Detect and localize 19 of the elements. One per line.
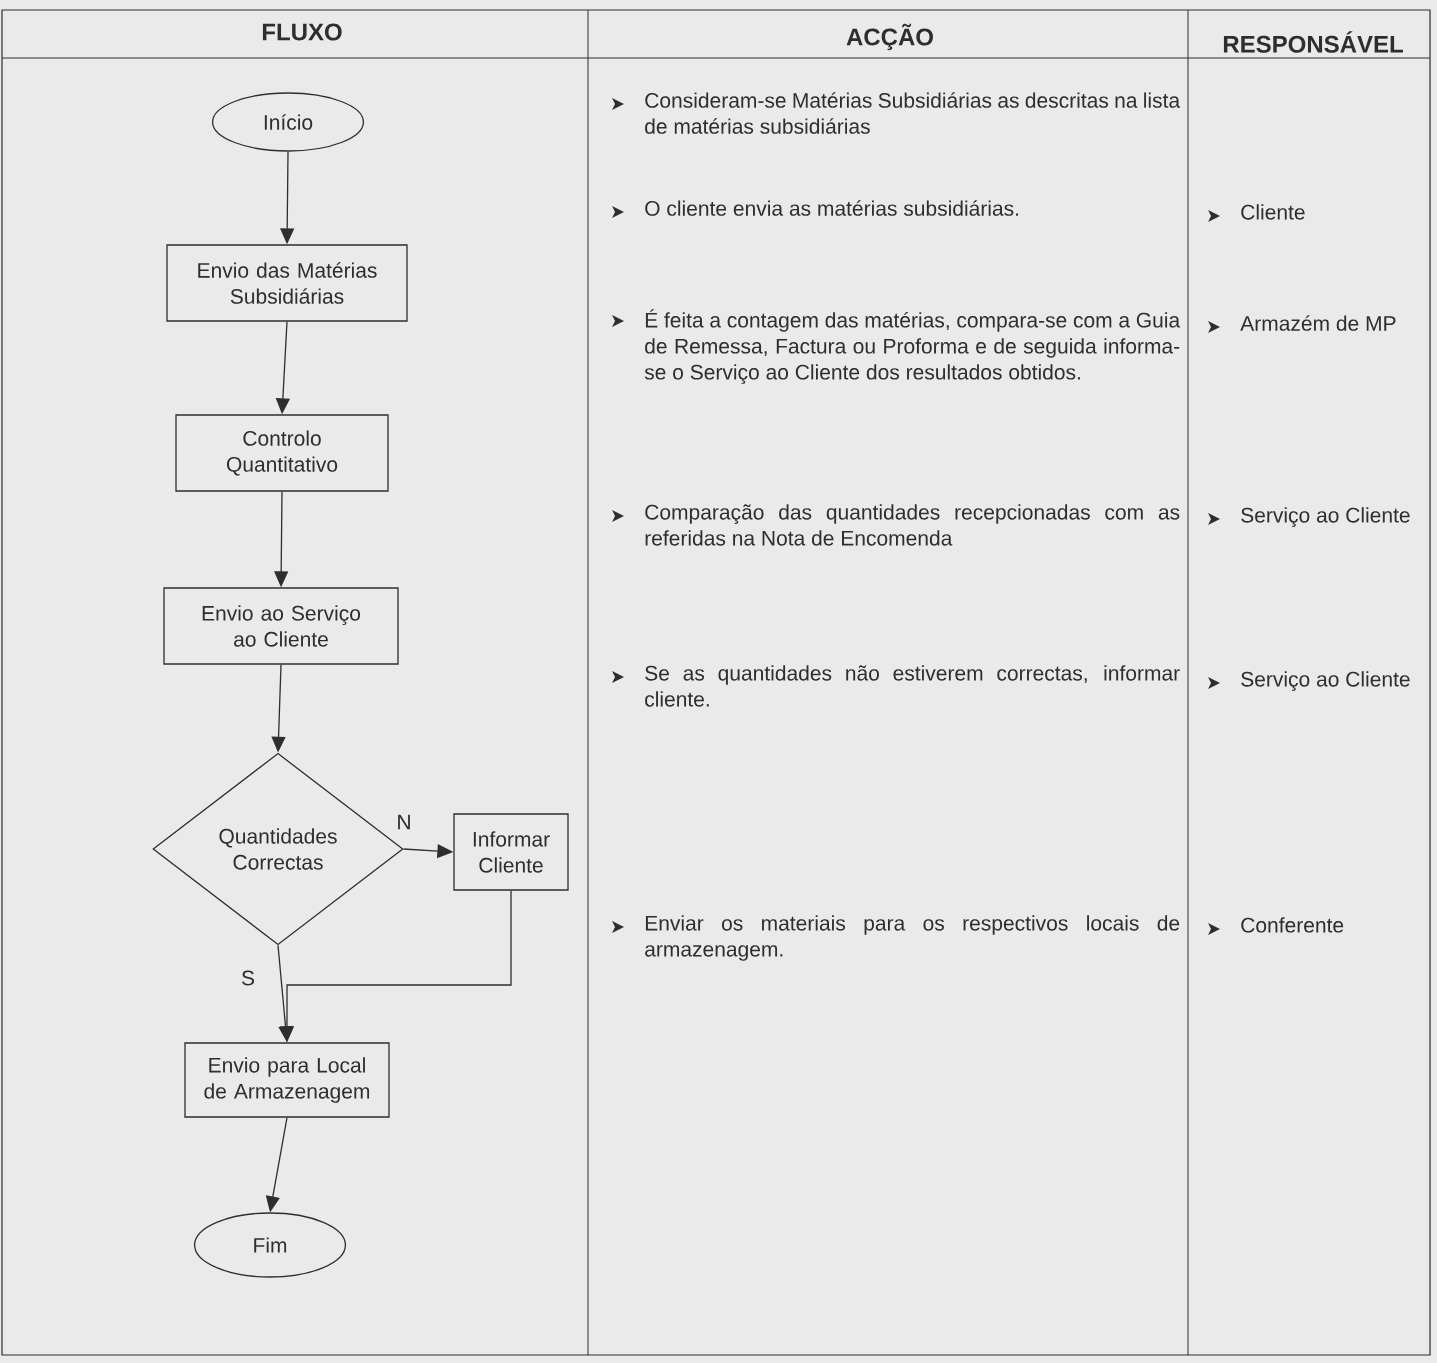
process-box: Envio ao Serviço ao Cliente (163, 587, 399, 665)
responsible-text: Serviço ao Cliente (1241, 507, 1410, 527)
column-header: RESPONSÁVEL (1223, 31, 1403, 53)
responsible-text: Serviço ao Cliente (1241, 671, 1410, 691)
action-text: Se as quantidades não estiverem correctas, informar cliente. (645, 665, 1180, 707)
process-box: Envio das Matérias Subsidiárias (166, 244, 408, 322)
column-header: FLUXO (262, 23, 342, 41)
responsible-text: Armazém de MP (1240, 315, 1396, 331)
action-text: É feita a contagem das matérias, compara-se com a Guia de Remessa, Factura ou Proforma e de seguida informa-se o Serviço ao Cliente dos resultados obtidos. (644, 309, 1181, 384)
action-text: Consideram-se Matérias Subsidiárias as descritas na lista de matérias subsidiárias (645, 92, 1181, 134)
action-text: Enviar os materiais para os respectivos locais de armazenagem. (645, 915, 1180, 961)
action-text: Comparação das quantidades recepcionadas com as referidas na Nota de Encomenda (645, 504, 1180, 546)
process-box: Envio para Local de Armazenagem (184, 1042, 390, 1118)
action-text: O cliente envia as matérias subsidiárias. (645, 200, 1019, 216)
responsible-text: Conferente (1241, 917, 1344, 933)
process-box: Informar Cliente (453, 813, 569, 891)
process-box: Controlo Quantitativo (175, 414, 389, 492)
responsible-text: Cliente (1241, 204, 1305, 220)
column-header: ACÇÃO (846, 23, 933, 51)
